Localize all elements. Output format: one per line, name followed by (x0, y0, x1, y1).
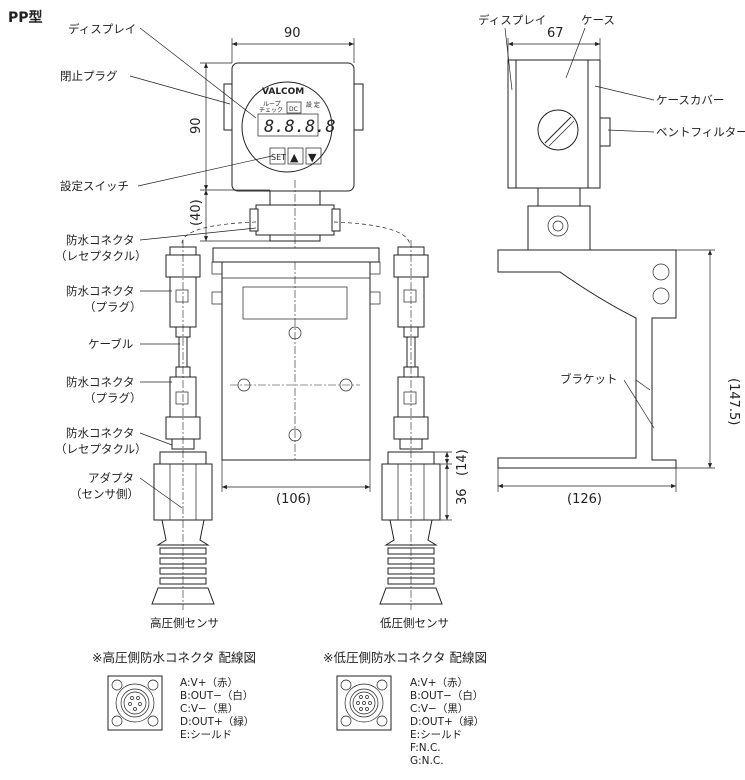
front-dimensions: 90 90 (40) (106) (14) 36 (189, 26, 470, 521)
set-button-label: SET (271, 153, 286, 162)
label-connector-plug-2: 防水コネクタ (66, 375, 135, 389)
pin-label: A:V+（赤） (180, 677, 238, 689)
pin-label: B:OUT−（白） (180, 689, 253, 702)
connector-face-icon (336, 675, 392, 731)
pin-label: B:OUT−（白） (410, 689, 483, 702)
dim-height: 90 (189, 117, 204, 134)
pin-label: C:V−（黒） (180, 703, 238, 715)
side-label-case-cover: ケースカバー (656, 93, 724, 107)
lcd-display (257, 113, 319, 137)
loop-check-label-2: チェック (259, 107, 283, 114)
dim-bracket-width: (106) (276, 492, 311, 507)
pin-label: F:N.C. (410, 742, 441, 754)
low-side-connector-chain (379, 240, 443, 610)
wiring-high: ※高圧側防水コネクタ 配線図 A:V+（赤） B:OUT−（白） C:V−（黒）… (92, 650, 256, 741)
label-low-side-sensor: 低圧側センサ (380, 616, 449, 630)
front-labels: ディスプレイ 閉止プラグ 設定スイッチ 防水コネクタ （レセプタクル） 防水コネ… (55, 22, 449, 630)
label-connector-receptacle-2-sub: （レセプタクル） (55, 442, 147, 456)
connector-face-icon (107, 675, 163, 731)
dim-adapter-gap: (14) (455, 449, 470, 476)
wiring-low: ※低圧側防水コネクタ 配線図 A:V+（赤） B:OUT−（白） C:V−（黒）… (323, 650, 487, 767)
display-window (241, 81, 333, 173)
dim-neck: (40) (189, 199, 204, 226)
loop-check-label: ループ (263, 101, 281, 108)
side-label-bracket: ブラケット (560, 372, 618, 386)
label-connector-plug-2-sub: （プラグ） (84, 391, 142, 405)
label-connector-receptacle-1: 防水コネクタ (66, 233, 135, 247)
transmitter-body: VALCOM ループ チェック DC 設 定 8.8.8.8 SET ▲ ▼ (223, 62, 364, 250)
pin-label: C:V−（黒） (410, 703, 468, 715)
wiring-high-title: ※高圧側防水コネクタ 配線図 (92, 650, 256, 665)
label-high-side-sensor: 高圧側センサ (150, 616, 219, 630)
dim-depth: 67 (547, 26, 564, 41)
pin-label: G:N.C. (410, 755, 444, 767)
side-view: 67 (147.5) (126) ディスプレイ ケース ケースカバー ベントフィ… (478, 13, 745, 507)
up-button[interactable] (287, 147, 304, 165)
down-arrow-icon: ▼ (308, 151, 317, 164)
setting-label: 設 定 (306, 101, 320, 109)
brand-logo: VALCOM (262, 87, 304, 97)
label-adapter-sub: （センサ側） (70, 487, 139, 501)
lcd-digits: 8.8.8.8 (264, 117, 336, 137)
up-arrow-icon: ▲ (290, 151, 299, 164)
label-cable: ケーブル (88, 337, 133, 351)
pin-label: E:シールド (410, 729, 462, 741)
pin-label: D:OUT+（緑） (180, 715, 254, 728)
label-display: ディスプレイ (68, 22, 136, 36)
label-connector-receptacle-2: 防水コネクタ (66, 426, 135, 440)
dim-adapter-height: 36 (455, 488, 470, 505)
side-label-display: ディスプレイ (478, 13, 546, 27)
label-connector-receptacle-1-sub: （レセプタクル） (55, 249, 147, 263)
set-button[interactable] (269, 147, 286, 165)
drawing-title: PP型 (8, 9, 43, 26)
pin-label: E:シールド (180, 729, 232, 741)
high-side-connector-chain (151, 240, 215, 610)
pin-label: A:V+（赤） (410, 677, 468, 689)
dim-bracket-depth: (126) (567, 492, 602, 507)
side-bracket (497, 249, 677, 469)
pin-label: D:OUT+（緑） (410, 715, 484, 728)
wiring-low-title: ※低圧側防水コネクタ 配線図 (323, 650, 487, 665)
dim-bracket-height: (147.5) (726, 378, 741, 425)
dc-label: DC (289, 106, 298, 113)
side-label-case: ケース (581, 13, 615, 27)
dim-width: 90 (284, 26, 301, 41)
label-setting-switch: 設定スイッチ (60, 179, 129, 193)
label-blind-plug: 閉止プラグ (60, 69, 118, 83)
label-connector-plug-1: 防水コネクタ (66, 284, 135, 298)
bracket-plate (211, 247, 381, 461)
label-adapter: アダプタ (88, 471, 134, 485)
side-label-vent-filter: ベントフィルター (656, 125, 745, 139)
label-connector-plug-1-sub: （プラグ） (84, 300, 142, 314)
down-button[interactable] (305, 147, 322, 165)
